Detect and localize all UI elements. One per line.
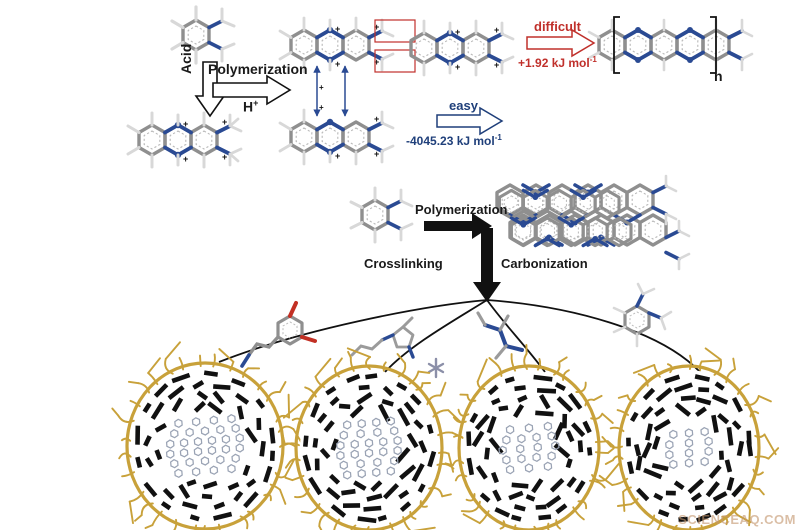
svg-text:+: +	[222, 117, 227, 127]
graphene-layer	[165, 433, 245, 449]
amorphous-shell	[626, 374, 754, 523]
graphene-layer	[665, 446, 713, 460]
label-polymerization-top: Polymerization	[208, 61, 308, 77]
molecule-mid-product-sheet	[497, 188, 633, 248]
stack-charges: ++	[319, 83, 324, 112]
graphitic-core	[336, 416, 402, 480]
graphene-layer	[336, 435, 402, 451]
carbon-dot-3	[444, 344, 620, 530]
label-difficult: difficult	[534, 19, 581, 34]
graphene-layer	[342, 416, 396, 430]
label-crosslinking: Crosslinking	[364, 256, 443, 271]
graphene-layer	[170, 453, 240, 469]
stacking-interaction-arrows	[313, 65, 349, 117]
svg-text:+: +	[455, 62, 460, 72]
reactive-site-boxes	[374, 19, 416, 73]
svg-text:+: +	[183, 119, 188, 129]
svg-text:+: +	[335, 151, 340, 161]
molecule-mid-monomer	[349, 186, 414, 244]
arrow-difficult	[526, 28, 596, 58]
graphene-layer	[502, 431, 556, 445]
molecule-quinone-amine	[240, 301, 317, 368]
surface-groups	[277, 347, 464, 530]
arrow-acid	[194, 61, 226, 118]
molecule-stacked-dimer-lower: + + +	[278, 108, 395, 166]
molecule-linear-polymer	[587, 16, 754, 74]
svg-text:+: +	[319, 83, 324, 92]
label-polymerization-mid: Polymerization	[415, 202, 508, 217]
graphene-layer	[339, 426, 399, 440]
surface-groups	[598, 347, 780, 530]
svg-text:+: +	[455, 27, 460, 37]
molecule-dimer-branchpoint: + + + +	[409, 19, 515, 77]
graphitic-core	[498, 421, 560, 475]
label-easy-energy: -4045.23 kJ mol-1	[406, 133, 502, 148]
carbon-dot-4	[598, 347, 780, 530]
graphene-layer	[505, 421, 553, 435]
graphene-layer	[170, 423, 240, 439]
svg-text:+: +	[183, 154, 188, 164]
amorphous-shell	[466, 374, 593, 522]
graphene-layer	[336, 445, 402, 461]
graphene-layer	[669, 426, 709, 440]
molecule-amine-branched	[476, 311, 524, 360]
graphene-layer	[669, 456, 709, 470]
graphene-layer	[502, 451, 556, 465]
arrow-polymerization-top	[212, 74, 292, 106]
svg-text:+: +	[494, 60, 499, 70]
svg-text:+: +	[319, 103, 324, 112]
surface-groups	[111, 341, 305, 530]
arrow-carbonization-down	[473, 228, 501, 302]
molecule-stacked-dimer-upper: + + + +	[278, 16, 395, 74]
label-difficult-energy: +1.92 kJ mol-1	[518, 55, 597, 70]
amorphous-shell	[135, 370, 276, 522]
molecule-protonated-dimer: + + + +	[126, 111, 243, 169]
svg-text:+: +	[494, 25, 499, 35]
graphene-layer	[498, 440, 560, 456]
svg-text:+: +	[374, 114, 379, 124]
particle-body	[623, 370, 755, 526]
carbon-dot-1	[111, 341, 305, 530]
graphene-layer	[174, 413, 236, 429]
svg-text:+: +	[374, 57, 379, 67]
svg-text:+: +	[222, 152, 227, 162]
graphene-layer	[339, 456, 399, 470]
svg-text:+: +	[374, 22, 379, 32]
label-easy: easy	[449, 98, 478, 113]
label-acid: Acid	[178, 43, 194, 74]
arrow-polymerization-mid	[424, 213, 492, 239]
carbon-dot-group	[111, 341, 780, 530]
graphene-layer	[165, 443, 245, 459]
graphene-layer	[665, 436, 713, 450]
particle-body	[463, 370, 595, 526]
graphene-layer	[174, 463, 236, 479]
arrow-easy	[436, 106, 504, 136]
graphene-layer	[342, 466, 396, 480]
label-proton: H+	[243, 98, 259, 115]
watermark: SCIENCEAQ.COM	[678, 512, 796, 527]
molecule-fan-phenylenediamine	[612, 282, 673, 348]
molecule-imidazolium	[350, 316, 445, 379]
particle-body	[300, 370, 438, 526]
svg-text:+: +	[374, 149, 379, 159]
graphitic-core	[165, 413, 245, 479]
svg-text:+: +	[335, 24, 340, 34]
label-carbonization: Carbonization	[501, 256, 588, 271]
label-polymer-repeat-n: n	[714, 68, 723, 84]
graphene-layer	[505, 461, 553, 475]
svg-text:+: +	[335, 59, 340, 69]
carbon-dot-2	[277, 347, 464, 530]
amorphous-shell	[302, 373, 437, 524]
molecule-monomer	[170, 5, 236, 65]
graphitic-core	[665, 426, 713, 470]
particle-body	[131, 367, 279, 525]
